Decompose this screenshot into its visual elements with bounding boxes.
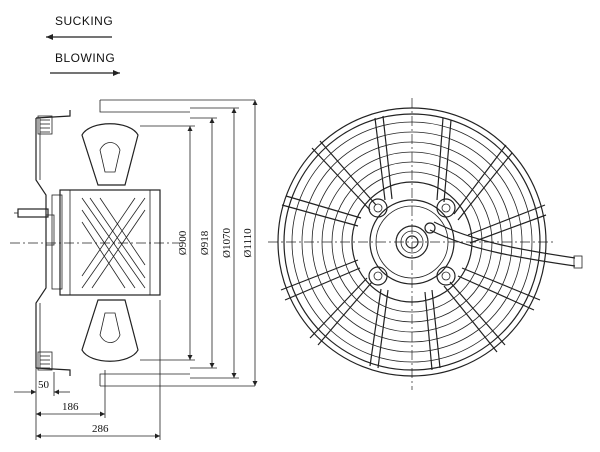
blade-top xyxy=(81,123,139,186)
shroud-lip-top xyxy=(37,115,53,135)
mounting-bolts xyxy=(368,198,456,286)
dim-d1070: Ø1070 xyxy=(221,228,233,258)
dim-w50: 50 xyxy=(38,379,50,391)
dim-w186: 186 xyxy=(62,401,79,413)
front-view xyxy=(268,98,583,390)
guard-spokes xyxy=(280,115,547,371)
motor-body xyxy=(59,189,161,296)
dim-d1110: Ø1110 xyxy=(242,228,254,258)
side-view xyxy=(10,99,255,387)
shaft xyxy=(17,208,49,218)
dim-d900: Ø900 xyxy=(177,230,189,255)
dim-d918: Ø918 xyxy=(199,230,211,255)
blade-bottom xyxy=(81,299,139,362)
sucking-label: SUCKING xyxy=(55,14,113,28)
airflow-legend: SUCKING BLOWING xyxy=(46,14,120,76)
width-dimensions: 50 186 286 xyxy=(14,300,161,440)
power-cable xyxy=(429,221,583,269)
dim-w286: 286 xyxy=(92,423,109,435)
blowing-label: BLOWING xyxy=(55,51,115,65)
diameter-dimensions: Ø900 Ø918 Ø1070 Ø1110 xyxy=(140,100,258,386)
shroud-lip-bottom xyxy=(37,351,53,371)
